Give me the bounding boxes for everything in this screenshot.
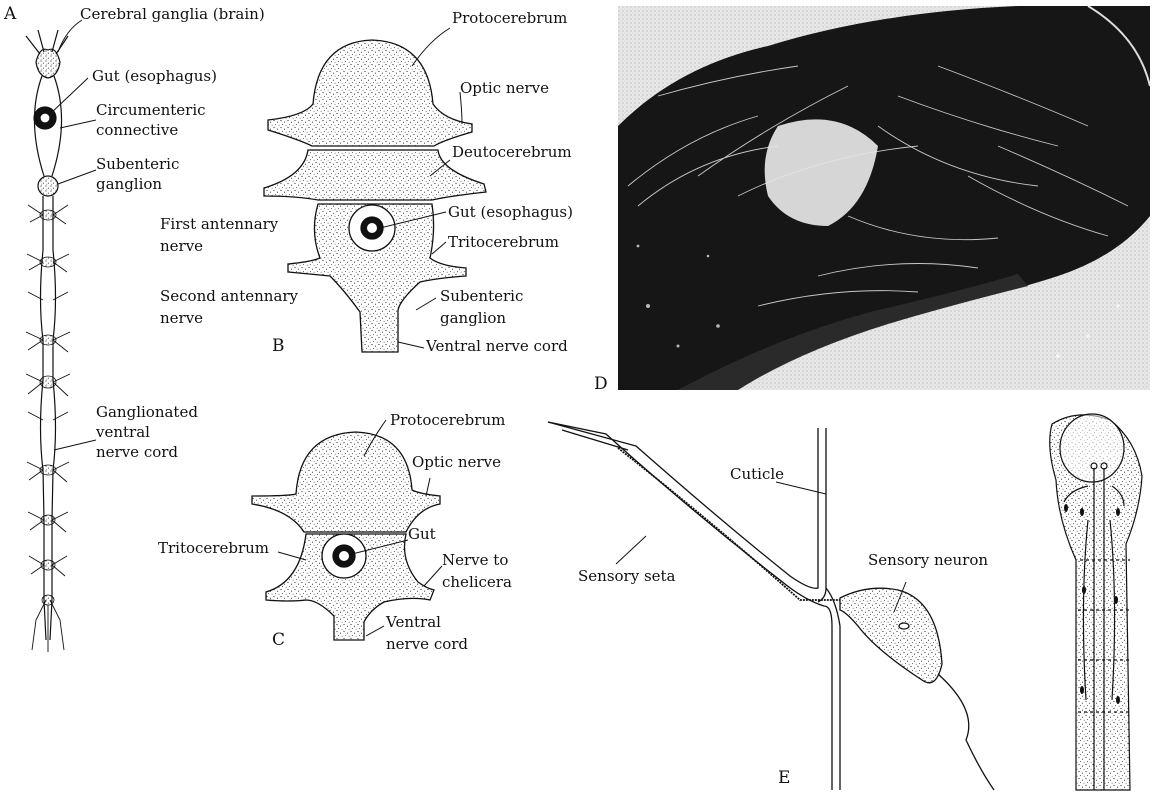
label-gut-a: Gut (esophagus) [92,68,217,85]
label-sensory-seta: Sensory seta [578,568,676,585]
micrograph-image [618,6,1150,390]
label-cerebral-ganglia: Cerebral ganglia (brain) [80,6,265,23]
label-optic-nerve-b: Optic nerve [460,80,549,97]
panel-letter-c: C [272,630,285,650]
label-sensory-neuron: Sensory neuron [868,552,988,569]
label-subenteric-b-1: Subenteric [440,288,523,305]
panel-letter-d: D [594,374,608,394]
label-subenteric-a-1: Subenteric [96,156,179,173]
axon [938,674,994,790]
panel-d-micrograph [618,6,1150,390]
label-nerve-to-chelicera-2: chelicera [442,574,512,591]
label-ventral-nerve-cord-b: Ventral nerve cord [426,338,568,355]
label-gut-c: Gut [408,526,436,543]
panel-letter-a: A [4,4,16,24]
label-ganglionated-1: Ganglionated [96,404,198,421]
protocerebrum-b [268,40,472,146]
label-first-antennary-1: First antennary [160,216,278,233]
segmental-ganglia [40,210,56,605]
panel-letter-b: B [272,336,285,356]
larva-head-capsule [1060,414,1124,482]
label-ventral-c-2: nerve cord [386,636,468,653]
neuron-nucleus [899,623,909,629]
label-deutocerebrum: Deutocerebrum [452,144,572,161]
label-tritocerebrum-c: Tritocerebrum [158,540,269,557]
label-protocerebrum-c: Protocerebrum [390,412,505,429]
label-first-antennary-2: nerve [160,238,203,255]
seta-inner-wall [548,422,832,790]
label-circumenteric-1: Circumenteric [96,102,206,119]
label-circumenteric-2: connective [96,122,178,139]
panel-f-larva [1050,414,1142,790]
panel-letter-e: E [778,768,790,788]
label-subenteric-a-2: ganglion [96,176,162,193]
label-ventral-c-1: Ventral [386,614,441,631]
circumenteric-connective-right [52,76,62,176]
label-nerve-to-chelicera-1: Nerve to [442,552,508,569]
label-ganglionated-2: ventral [96,424,150,441]
label-second-antennary-2: nerve [160,310,203,327]
sensory-neuron-body [840,588,942,683]
lateral-nerves [26,205,70,652]
protocerebrum-c [252,432,440,532]
label-optic-nerve-c: Optic nerve [412,454,501,471]
label-ganglionated-3: nerve cord [96,444,178,461]
label-second-antennary-1: Second antennary [160,288,298,305]
label-gut-b: Gut (esophagus) [448,204,573,221]
seta-outer-wall [548,422,818,588]
label-protocerebrum-b: Protocerebrum [452,10,567,27]
label-cuticle: Cuticle [730,466,784,483]
label-tritocerebrum-b: Tritocerebrum [448,234,559,251]
panel-a-nervous-system [26,20,96,652]
label-subenteric-b-2: ganglion [440,310,506,327]
subenteric-ganglion [38,176,58,196]
gut-ring-inner [40,113,50,123]
